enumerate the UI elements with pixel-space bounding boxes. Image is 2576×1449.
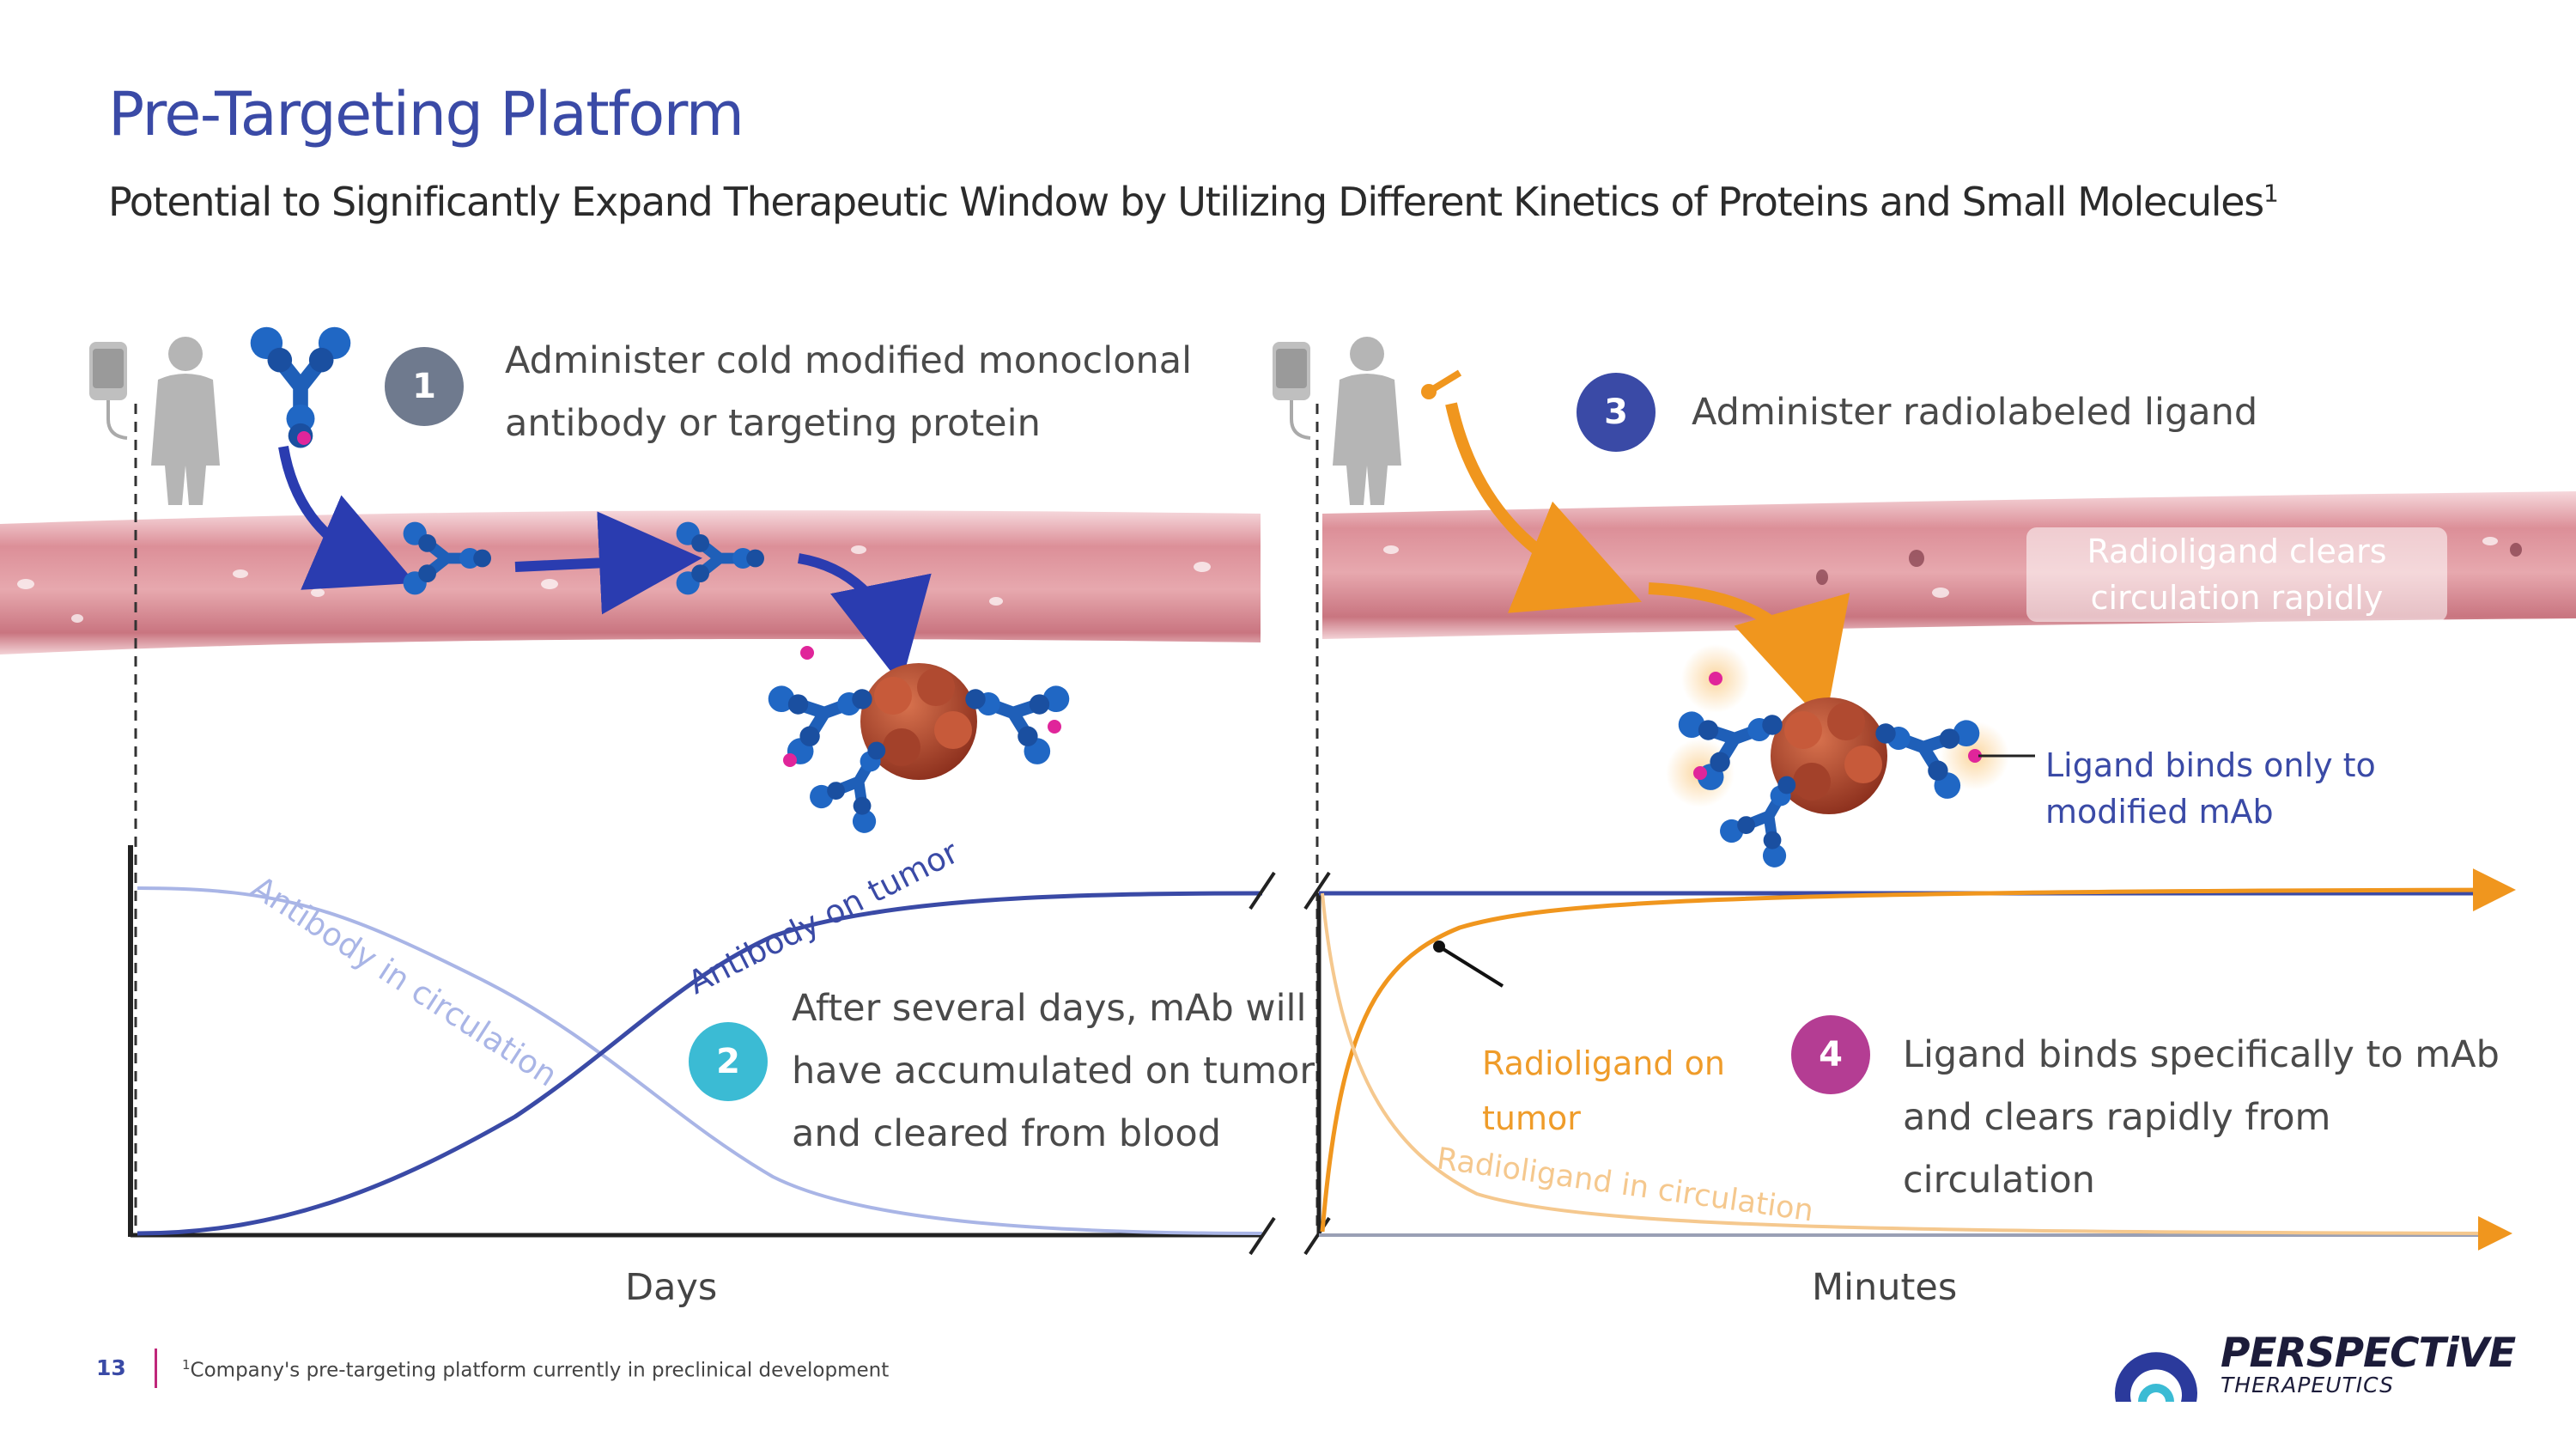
- company-logo-name: PERSPECTiVE: [2221, 1330, 2516, 1377]
- antibody-in-circulation-curve: [137, 886, 1263, 1235]
- x-axis-label-days: Days: [625, 1266, 718, 1309]
- arrow-icon-3: [797, 553, 932, 685]
- subtitle-text: Potential to Significantly Expand Therap…: [108, 179, 2264, 225]
- axis-break-mark-2: [1249, 1216, 1276, 1256]
- step-3-line-1: Administer radiolabeled ligand: [1692, 391, 2258, 434]
- blood-vessel-left: [0, 510, 1261, 654]
- antibody-on-tumor-curve: [137, 891, 1263, 1236]
- blood-cells-dark: [1816, 543, 2522, 585]
- step-1-badge: 1: [385, 347, 464, 426]
- step-4-line-1: Ligand binds specifically to mAb: [1903, 1033, 2500, 1076]
- antibody-in-circulation-label: Antibody in circulation: [245, 868, 563, 1093]
- page-number: 13: [96, 1355, 126, 1380]
- blood-cells: [17, 537, 2498, 623]
- axis-break-mark-3: [1303, 871, 1331, 910]
- step-1-line-1: Administer cold modified monoclonal: [505, 339, 1193, 382]
- page-subtitle: Potential to Significantly Expand Therap…: [108, 179, 2279, 225]
- radioligand-icon: [1421, 369, 1462, 399]
- radioligand-on-tumor-line-2: tumor: [1482, 1099, 1581, 1137]
- radioligand-clears-line-2: circulation rapidly: [2090, 579, 2384, 617]
- tumor-with-antibodies-icon: [764, 646, 1072, 837]
- patient-icon-right: [1333, 337, 1401, 505]
- step-4-line-3: circulation: [1903, 1159, 2095, 1202]
- left-chart: [128, 845, 1331, 1256]
- axis-break-mark: [1249, 871, 1276, 910]
- company-logo-subtitle: THERAPEUTICS: [2221, 1373, 2394, 1397]
- radioligand-on-tumor-line-1: Radioligand on: [1482, 1044, 1725, 1082]
- step-2-line-2: have accumulated on tumor: [792, 1050, 1315, 1093]
- ligand-binds-line-2: modified mAb: [2045, 793, 2274, 831]
- radioligand-in-circulation-curve: [1321, 892, 2512, 1251]
- orange-arrow-icon-2: [1648, 582, 1850, 725]
- step-1-line-2: antibody or targeting protein: [505, 402, 1041, 445]
- footnote: 1Company's pre-targeting platform curren…: [182, 1357, 889, 1382]
- antibody-tag-icon: [297, 431, 311, 445]
- step-2-badge: 2: [689, 1022, 768, 1101]
- step-4-line-2: and clears rapidly from: [1903, 1096, 2331, 1139]
- step-4-text: Ligand binds specifically to mAb and cle…: [1903, 1024, 2500, 1212]
- arrow-icon: [278, 446, 416, 590]
- company-logo-icon: [2115, 1352, 2197, 1402]
- radioligand-on-tumor-note: Radioligand on tumor: [1482, 1036, 1725, 1146]
- antibody-on-tumor-label: Antibody on tumor: [683, 833, 965, 1002]
- tumor-point-leader: [1437, 945, 1504, 988]
- footer-divider: [155, 1349, 157, 1388]
- iv-bag-icon: [89, 342, 128, 440]
- ligand-binds-line-1: Ligand binds only to: [2045, 746, 2376, 784]
- radioligand-clears-callout: Radioligand clears circulation rapidly: [2026, 527, 2447, 622]
- ligand-binds-note: Ligand binds only to modified mAb: [2045, 742, 2376, 835]
- footnote-mark: 1: [182, 1357, 191, 1373]
- subtitle-footnote-mark: 1: [2263, 179, 2279, 208]
- step-2-text: After several days, mAb will have accumu…: [792, 977, 1315, 1166]
- step-1-text: Administer cold modified monoclonal anti…: [505, 330, 1192, 455]
- x-axis-label-minutes: Minutes: [1812, 1266, 1958, 1309]
- radioligand-on-tumor-curve: [1320, 868, 2516, 1233]
- right-chart: [1316, 868, 2516, 1251]
- iv-bag-icon-right: [1273, 342, 1311, 440]
- step-4-badge: 4: [1791, 1015, 1870, 1094]
- page-title: Pre-Targeting Platform: [108, 79, 744, 149]
- antibody-icon: [251, 327, 351, 448]
- step-2-line-3: and cleared from blood: [792, 1112, 1222, 1155]
- footnote-text: Company's pre-targeting platform current…: [190, 1359, 890, 1382]
- step-2-line-1: After several days, mAb will: [792, 987, 1307, 1030]
- tumor-with-ligand-icon: [1666, 644, 2009, 872]
- step-3-text: Administer radiolabeled ligand: [1692, 381, 2257, 444]
- step-3-badge: 3: [1577, 373, 1656, 452]
- radioligand-clears-line-1: Radioligand clears: [2087, 533, 2387, 570]
- arrow-icon-2: [514, 511, 702, 615]
- patient-icon: [151, 337, 220, 505]
- orange-arrow-icon: [1445, 402, 1642, 613]
